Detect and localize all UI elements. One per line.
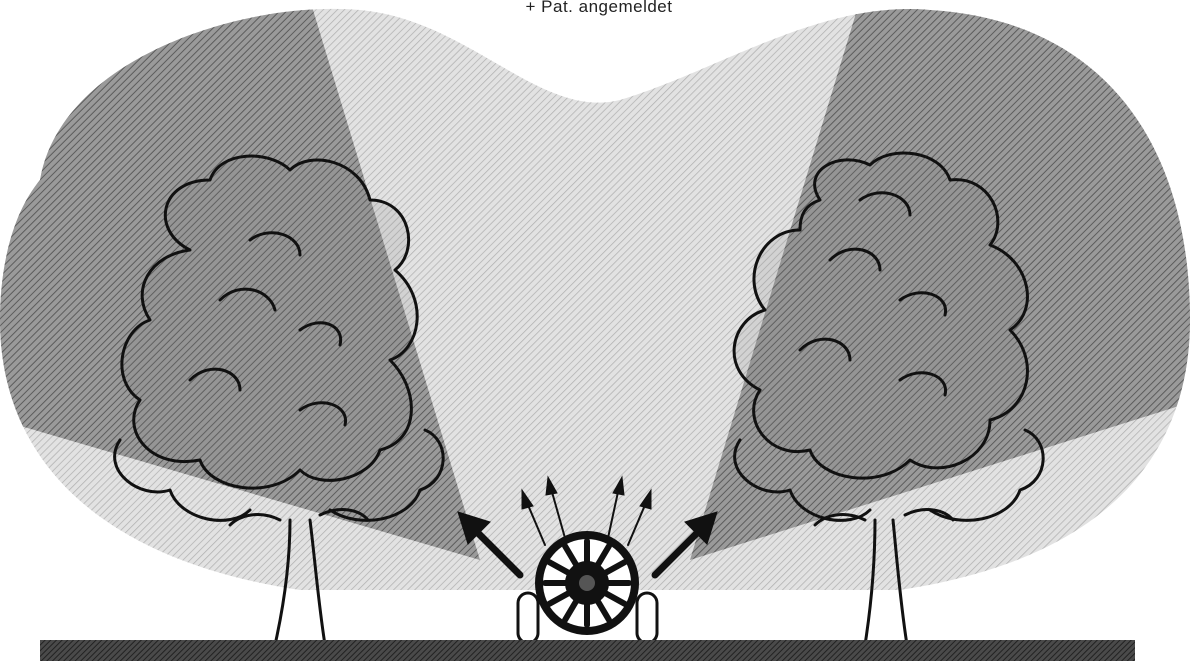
patent-caption: + Pat. angemeldet (0, 0, 1198, 17)
ground-bar (40, 640, 1135, 661)
